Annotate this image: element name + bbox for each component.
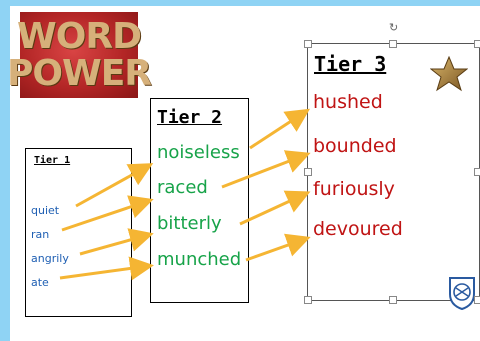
tier3-word: devoured — [313, 218, 403, 240]
arrow-noiseless-hushed — [249, 108, 311, 150]
school-crest-icon — [449, 277, 475, 310]
tier2-title: Tier 2 — [157, 107, 223, 128]
tier1-word: angrily — [31, 252, 69, 265]
resize-handle[interactable] — [304, 40, 312, 48]
frame-top-border — [0, 0, 480, 6]
resize-handle[interactable] — [474, 168, 480, 176]
tier1-title: Tier 1 — [34, 155, 71, 166]
tier1-word: quiet — [31, 204, 60, 217]
tier3-word: hushed — [313, 91, 383, 113]
arrow-ate-munched — [59, 256, 154, 281]
arrow-raced-bounded — [221, 150, 311, 189]
arrow-angrily-bitterly — [79, 228, 154, 256]
tier2-word: bitterly — [157, 213, 222, 234]
word-power-logo: WORD POWER — [7, 12, 152, 98]
tier2-word: munched — [157, 249, 242, 270]
tier3-word: bounded — [313, 135, 397, 157]
resize-handle[interactable] — [389, 40, 397, 48]
tier3-word: furiously — [313, 178, 395, 200]
resize-handle[interactable] — [474, 40, 480, 48]
rotate-handle-icon[interactable]: ↻ — [389, 21, 399, 34]
logo-line-1: WORD — [17, 16, 142, 57]
arrow-quiet-noiseless — [75, 163, 154, 208]
arrow-ran-raced — [61, 195, 154, 232]
tier2-word: raced — [157, 177, 208, 198]
tier1-word: ate — [31, 276, 49, 289]
arrow-bitterly-furiously — [239, 190, 311, 226]
resize-handle[interactable] — [389, 296, 397, 304]
star-icon — [430, 56, 468, 92]
tier1-word: ran — [31, 228, 50, 241]
resize-handle[interactable] — [304, 296, 312, 304]
tier2-word: noiseless — [157, 142, 240, 163]
tier3-title: Tier 3 — [314, 52, 387, 76]
tier2-box[interactable]: Tier 2 noiseless raced bitterly munched — [150, 98, 249, 303]
tier1-box[interactable]: Tier 1 quiet ran angrily ate — [25, 148, 132, 317]
resize-handle[interactable] — [474, 296, 480, 304]
arrow-munched-devoured — [245, 233, 311, 262]
frame-left-border — [0, 0, 10, 341]
logo-line-2: POWER — [7, 53, 152, 94]
